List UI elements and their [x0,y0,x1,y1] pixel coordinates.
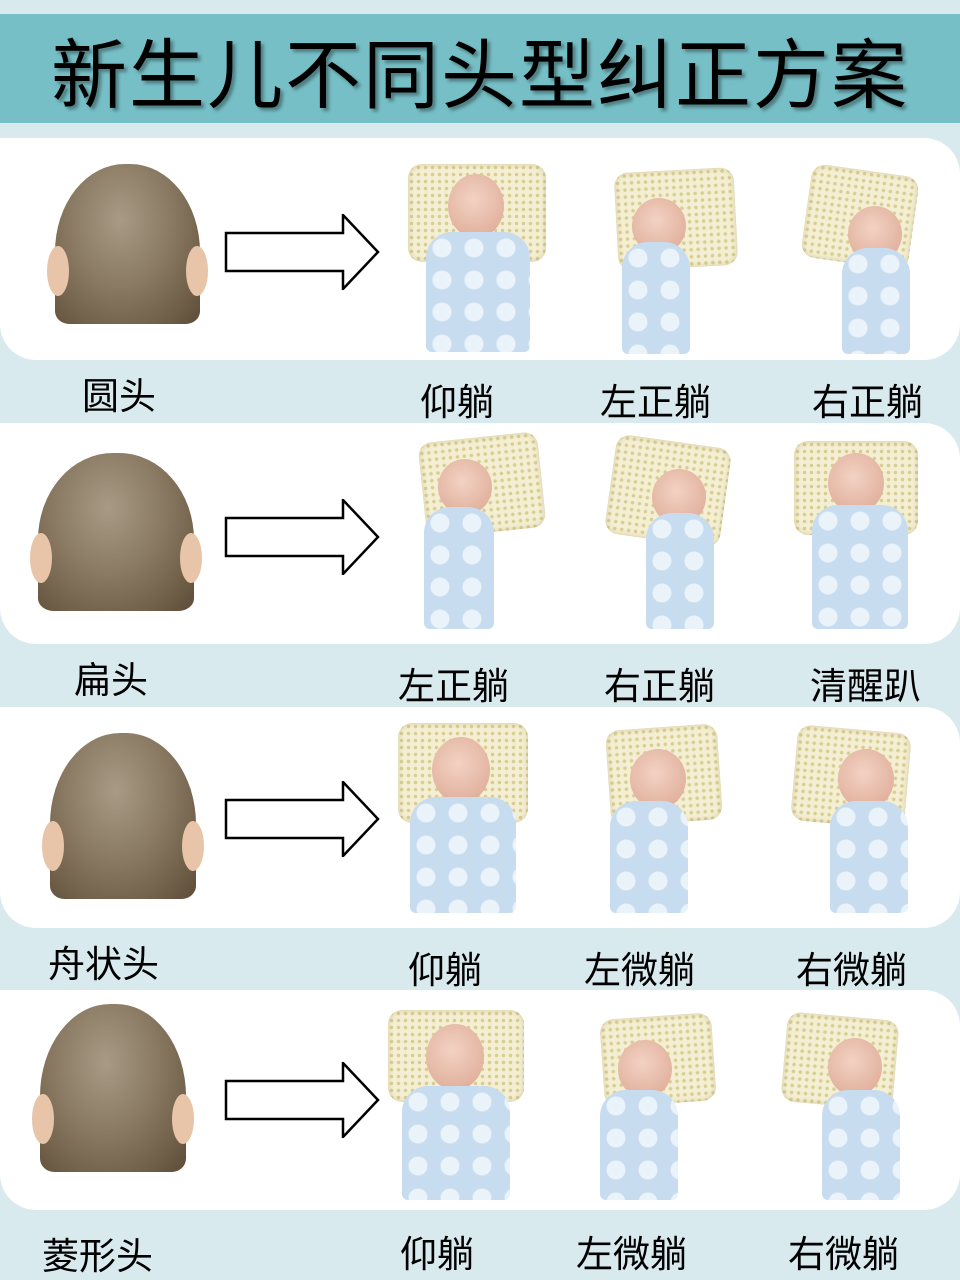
row-card-scaphocephaly [0,707,960,928]
head-type-label: 舟状头 [48,943,159,986]
right-arrow-icon [224,1062,380,1138]
head-type-label: 圆头 [82,375,156,418]
baby-head-photo [30,453,202,611]
pose-label: 仰躺 [408,949,482,992]
pose-photo-right-tilt [790,719,930,919]
pose-label: 左正躺 [398,665,509,708]
pose-label: 仰躺 [420,381,494,424]
right-arrow-icon [224,781,380,857]
pose-photo-left-side [612,160,752,360]
baby-head-photo [32,1004,194,1172]
pose-label: 右微躺 [796,949,907,992]
pose-photo-right-side [603,433,750,633]
pose-label: 右微躺 [788,1233,899,1276]
row-card-flat-head [0,423,960,644]
pose-photo-supine [408,160,548,360]
baby-head-photo [42,733,204,899]
pose-photo-left-tilt [600,719,740,919]
pose-photo-supine [396,719,536,919]
pose-photo-supine [386,1006,526,1206]
head-type-label: 菱形头 [42,1235,153,1278]
pose-label: 清醒趴 [810,665,921,708]
page-title: 新生儿不同头型纠正方案 [51,30,909,120]
pose-label: 仰躺 [400,1233,474,1276]
pose-photo-left-tilt [594,1006,734,1206]
pose-photo-right-tilt [780,1006,924,1206]
right-arrow-icon [224,499,380,575]
title-band: 新生儿不同头型纠正方案 [0,14,960,123]
pose-label: 左微躺 [584,949,695,992]
baby-head-photo [47,164,208,324]
row-card-round-head [0,138,960,360]
pose-photo-tummy-time [790,433,930,633]
right-arrow-icon [224,214,380,290]
head-type-label: 扁头 [74,659,148,702]
pose-label: 右正躺 [812,381,923,424]
row-card-rhombic-head [0,990,960,1210]
pose-label: 右正躺 [604,665,715,708]
pose-photo-right-side [799,160,946,360]
pose-label: 左正躺 [600,381,711,424]
pose-photo-left-side [412,430,552,633]
pose-label: 左微躺 [576,1233,687,1276]
